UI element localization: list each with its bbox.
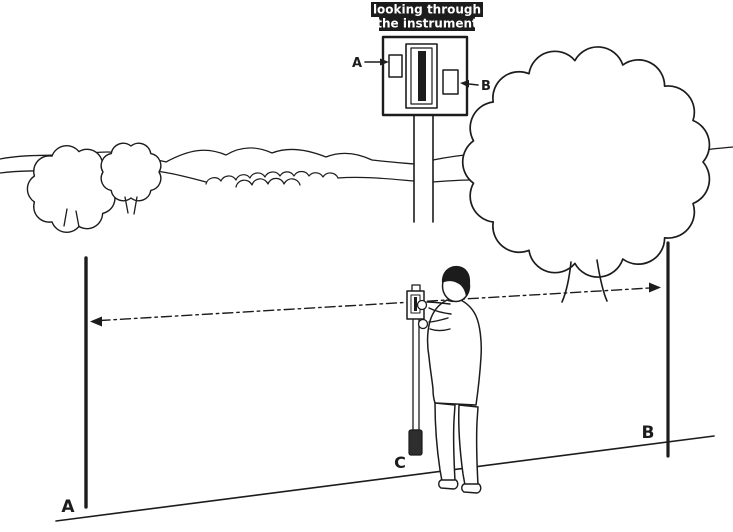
poles-group — [84, 241, 670, 509]
sighting-frame-inner — [410, 47, 433, 105]
surveyor-hair — [441, 265, 471, 297]
caption-line-1: looking through — [373, 3, 481, 17]
staff-weight — [408, 429, 423, 456]
caption-line-2: the instrument — [376, 17, 478, 31]
surveyor-leg-left — [434, 402, 456, 482]
caption-bar-1 — [371, 2, 483, 17]
tree-left-large-trunk — [63, 208, 80, 228]
ground-line — [55, 435, 715, 522]
horizon-line-right-lower — [432, 179, 471, 183]
surveyor-hand-upper — [416, 299, 428, 311]
line-ranger-bar — [414, 297, 417, 311]
pole-a-label: A — [61, 497, 75, 517]
inset-label-b: B — [481, 79, 491, 94]
inset-arrow-b-head — [460, 80, 469, 88]
tree-left-small-trunk — [124, 196, 138, 215]
staff-pole — [412, 317, 420, 431]
surveyor-leg-right — [458, 404, 479, 486]
instrument-post-lines — [413, 112, 434, 223]
instrument-post-body — [415, 113, 432, 222]
inset-arrow-b-shaft — [468, 83, 479, 86]
bushy-tree-right — [461, 46, 711, 278]
scrub-bushes — [205, 170, 339, 185]
instrument-post-group — [413, 112, 434, 223]
inset-arrow-a-head — [380, 58, 389, 66]
sight-arrow-right — [649, 282, 661, 293]
inset-group: looking through the instrument A B — [352, 2, 491, 117]
horizon-line-mid — [337, 176, 415, 182]
pole-a-sighted-image — [388, 54, 403, 78]
surveyor-arm-upper — [426, 301, 452, 315]
sight-line — [99, 287, 651, 322]
surveyor-group — [426, 265, 482, 494]
sight-arrow-left — [90, 316, 102, 327]
observer-c-label: C — [394, 453, 406, 472]
pole-b-label: B — [642, 423, 655, 443]
surveyor-arm-lower — [428, 317, 451, 332]
surveyor-torso — [426, 298, 482, 406]
sighting-bar — [418, 51, 426, 101]
inset-label-a: A — [352, 56, 362, 71]
surveyor-shoe-right — [461, 483, 482, 494]
bushy-tree-left-small — [100, 142, 162, 202]
pole-b-sighted-image — [442, 69, 459, 95]
tree-right-trunk — [561, 259, 608, 303]
surveyor-shoe-left — [438, 479, 459, 490]
labels-group: A B C — [61, 423, 654, 517]
scrub-bushes-row2 — [235, 177, 301, 188]
bushy-tree-left-large — [26, 145, 116, 233]
caption-bar-2 — [379, 16, 475, 31]
background-group — [0, 46, 733, 303]
staff-group — [406, 284, 429, 456]
surveyor-hand-lower — [417, 318, 429, 330]
sight-line-group — [90, 282, 661, 327]
